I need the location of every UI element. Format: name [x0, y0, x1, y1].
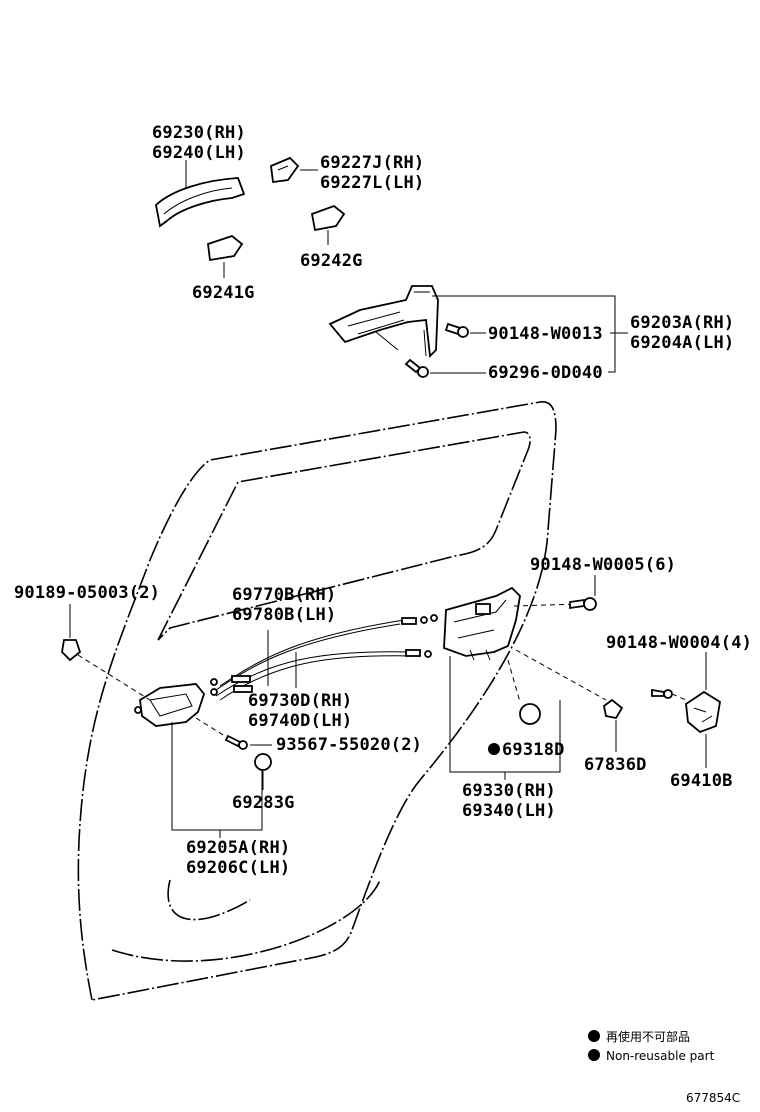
label-69410B: 69410B — [670, 771, 733, 791]
grommet-69318D — [519, 703, 541, 725]
label-90189: 90189-05003(2) — [14, 583, 160, 603]
bolt-90148-W0004 — [651, 688, 673, 699]
inside-handle — [134, 683, 206, 727]
label-69242G: 69242G — [300, 251, 363, 271]
screw-93567 — [224, 734, 248, 750]
handle-cap — [270, 156, 300, 184]
legend-line-ja: 再使用不可部品 — [606, 1029, 690, 1044]
bracket-69203A — [432, 295, 616, 373]
handle-pad-front — [310, 204, 346, 232]
door-panel-outline — [77, 401, 557, 1001]
cushion-67836D — [603, 698, 624, 720]
label-90148-W0013: 90148-W0013 — [488, 324, 603, 344]
clip-90189 — [61, 639, 82, 662]
label-69227J: 69227J(RH) — [320, 153, 424, 173]
handle-pad-rear — [207, 234, 244, 262]
non-reusable-marker — [488, 743, 500, 755]
label-69203A: 69203A(RH) — [630, 313, 734, 333]
label-69740D: 69740D(LH) — [248, 711, 352, 731]
label-67836D: 67836D — [584, 755, 647, 775]
label-69296: 69296-0D040 — [488, 363, 603, 383]
legend: 再使用不可部品 Non-reusable part — [588, 1029, 715, 1063]
bolt-90148-W0013 — [444, 322, 469, 338]
label-69240: 69240(LH) — [152, 143, 246, 163]
label-69730D: 69730D(RH) — [248, 691, 352, 711]
label-69283G: 69283G — [232, 793, 295, 813]
label-69770B: 69770B(RH) — [232, 585, 336, 605]
outside-handle — [155, 177, 246, 228]
legend-bullet-1 — [588, 1030, 600, 1042]
handle-frame — [328, 285, 439, 358]
label-69204A: 69204A(LH) — [630, 333, 734, 353]
label-69205A: 69205A(RH) — [186, 838, 290, 858]
label-90148-W0004: 90148-W0004(4) — [606, 633, 752, 653]
legend-line-en: Non-reusable part — [606, 1049, 715, 1063]
bolt-69296 — [404, 358, 429, 378]
label-69227L: 69227L(LH) — [320, 173, 424, 193]
bracket-69205A — [171, 722, 263, 831]
cap-69283G — [254, 753, 272, 771]
cable-69730D — [210, 649, 432, 701]
legend-bullet-2 — [588, 1049, 600, 1061]
label-93567: 93567-55020(2) — [276, 735, 422, 755]
striker-69410B — [685, 690, 721, 734]
door-lock-assembly — [443, 586, 521, 661]
label-69318D: 69318D — [502, 740, 565, 760]
label-69230: 69230(RH) — [152, 123, 246, 143]
label-69330: 69330(RH) — [462, 781, 556, 801]
bolt-90148-W0005 — [569, 597, 597, 611]
label-90148-W0005: 90148-W0005(6) — [530, 555, 676, 575]
label-69206C: 69206C(LH) — [186, 858, 290, 878]
figure-id: 677854C — [686, 1091, 740, 1105]
label-69780B: 69780B(LH) — [232, 605, 336, 625]
label-69340: 69340(LH) — [462, 801, 556, 821]
label-69241G: 69241G — [192, 283, 255, 303]
